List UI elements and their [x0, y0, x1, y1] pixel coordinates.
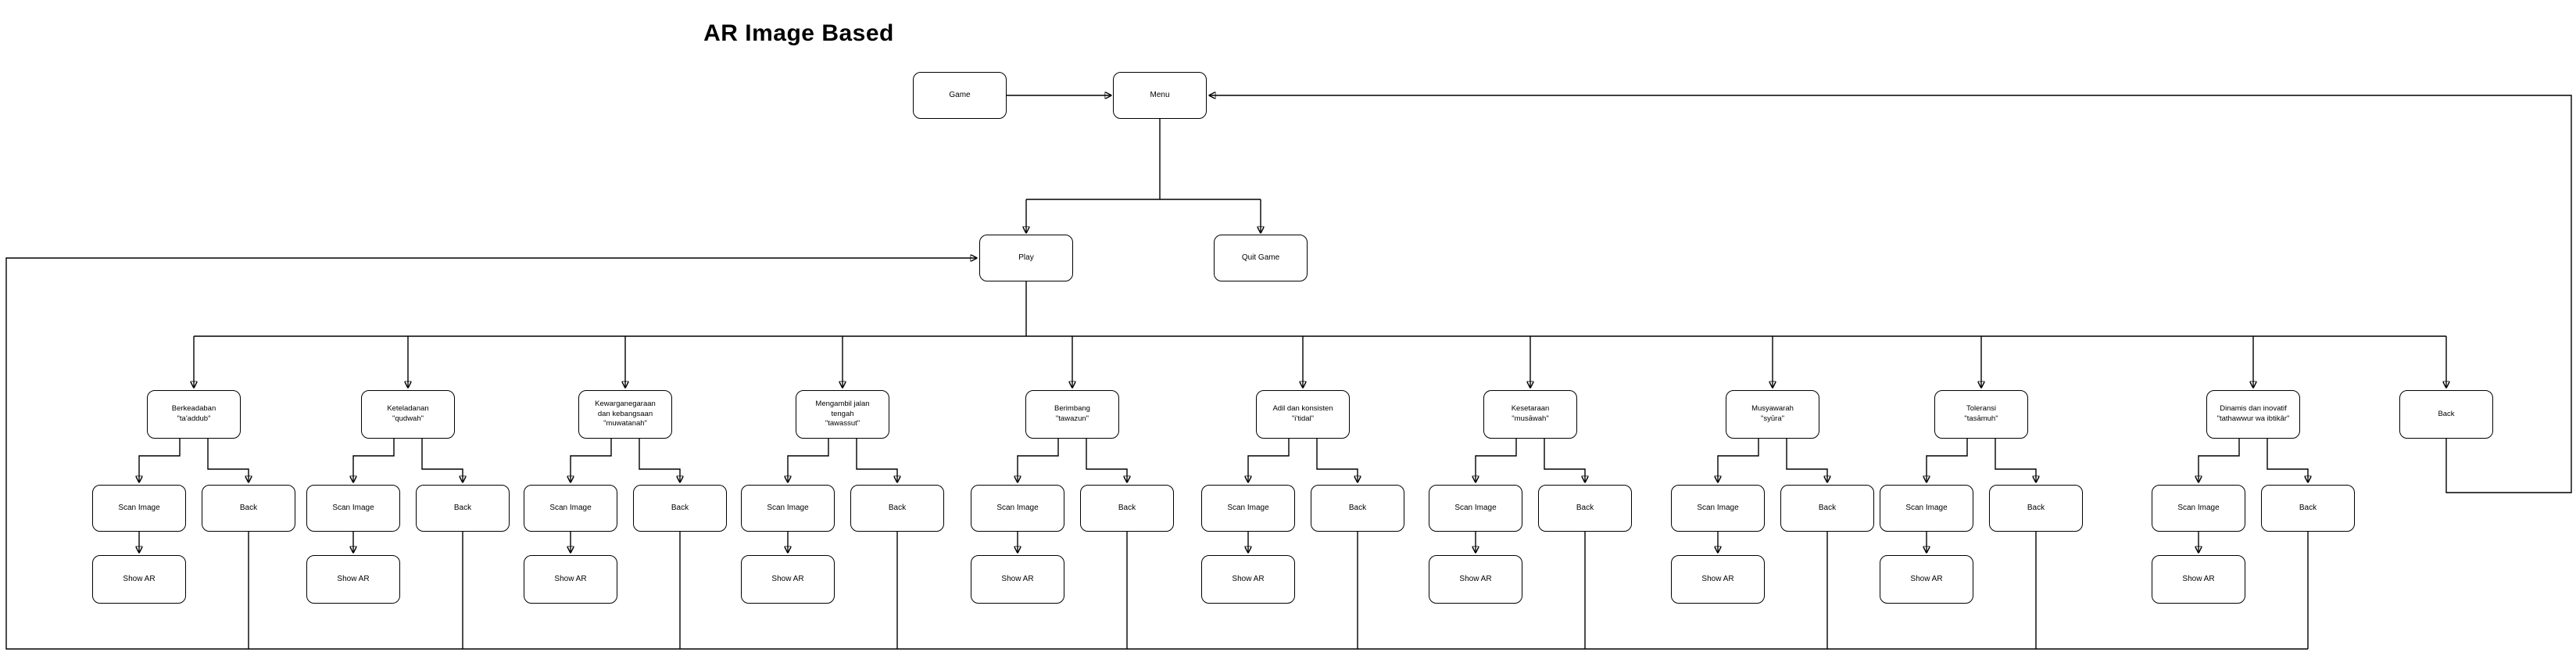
back-node-6: Back: [1311, 485, 1404, 532]
back-node-9: Back: [1989, 485, 2083, 532]
scan-image-node-8: Scan Image: [1671, 485, 1765, 532]
scan-image-node-4: Scan Image: [741, 485, 835, 532]
scan-image-node-2: Scan Image: [306, 485, 400, 532]
show-ar-node-9: Show AR: [1880, 555, 1973, 604]
scan-image-node-7: Scan Image: [1429, 485, 1522, 532]
node-dinamis-inovatif: Dinamis dan inovatif "tathawwur wa ibtik…: [2206, 390, 2300, 439]
node-mengambil-jalan-tengah: Mengambil jalan tengah "tawassut": [796, 390, 889, 439]
scan-image-node-5: Scan Image: [971, 485, 1064, 532]
back-node-3: Back: [633, 485, 727, 532]
show-ar-node-4: Show AR: [741, 555, 835, 604]
node-play: Play: [979, 235, 1073, 281]
node-menu: Menu: [1113, 72, 1207, 119]
scan-image-node-1: Scan Image: [92, 485, 186, 532]
diagram-title: AR Image Based: [703, 20, 894, 46]
back-node-4: Back: [850, 485, 944, 532]
show-ar-node-7: Show AR: [1429, 555, 1522, 604]
node-game: Game: [913, 72, 1007, 119]
back-node-5: Back: [1080, 485, 1174, 532]
back-node-7: Back: [1538, 485, 1632, 532]
back-node-10: Back: [2261, 485, 2355, 532]
back-node-8: Back: [1780, 485, 1874, 532]
node-adil-dan-konsisten: Adil dan konsisten "i'tidal": [1256, 390, 1350, 439]
scan-image-node-10: Scan Image: [2152, 485, 2245, 532]
scan-image-node-6: Scan Image: [1201, 485, 1295, 532]
node-musyawarah: Musyawarah "syūra": [1726, 390, 1819, 439]
scan-image-node-3: Scan Image: [524, 485, 617, 532]
show-ar-node-5: Show AR: [971, 555, 1064, 604]
node-berkeadaban: Berkeadaban "ta'addub": [147, 390, 241, 439]
node-kesetaraan: Kesetaraan "musāwah": [1483, 390, 1577, 439]
node-back-main: Back: [2399, 390, 2493, 439]
node-quit-game: Quit Game: [1214, 235, 1308, 281]
scan-image-node-9: Scan Image: [1880, 485, 1973, 532]
show-ar-node-6: Show AR: [1201, 555, 1295, 604]
show-ar-node-2: Show AR: [306, 555, 400, 604]
back-node-1: Back: [202, 485, 295, 532]
show-ar-node-1: Show AR: [92, 555, 186, 604]
show-ar-node-10: Show AR: [2152, 555, 2245, 604]
node-keteladanan: Keteladanan "qudwah": [361, 390, 455, 439]
node-berimbang: Berimbang "tawazun": [1025, 390, 1119, 439]
back-node-2: Back: [416, 485, 510, 532]
show-ar-node-8: Show AR: [1671, 555, 1765, 604]
node-toleransi: Toleransi "tasāmuh": [1934, 390, 2028, 439]
show-ar-node-3: Show AR: [524, 555, 617, 604]
node-kewarganegaraan: Kewarganegaraan dan kebangsaan "muwatana…: [578, 390, 672, 439]
